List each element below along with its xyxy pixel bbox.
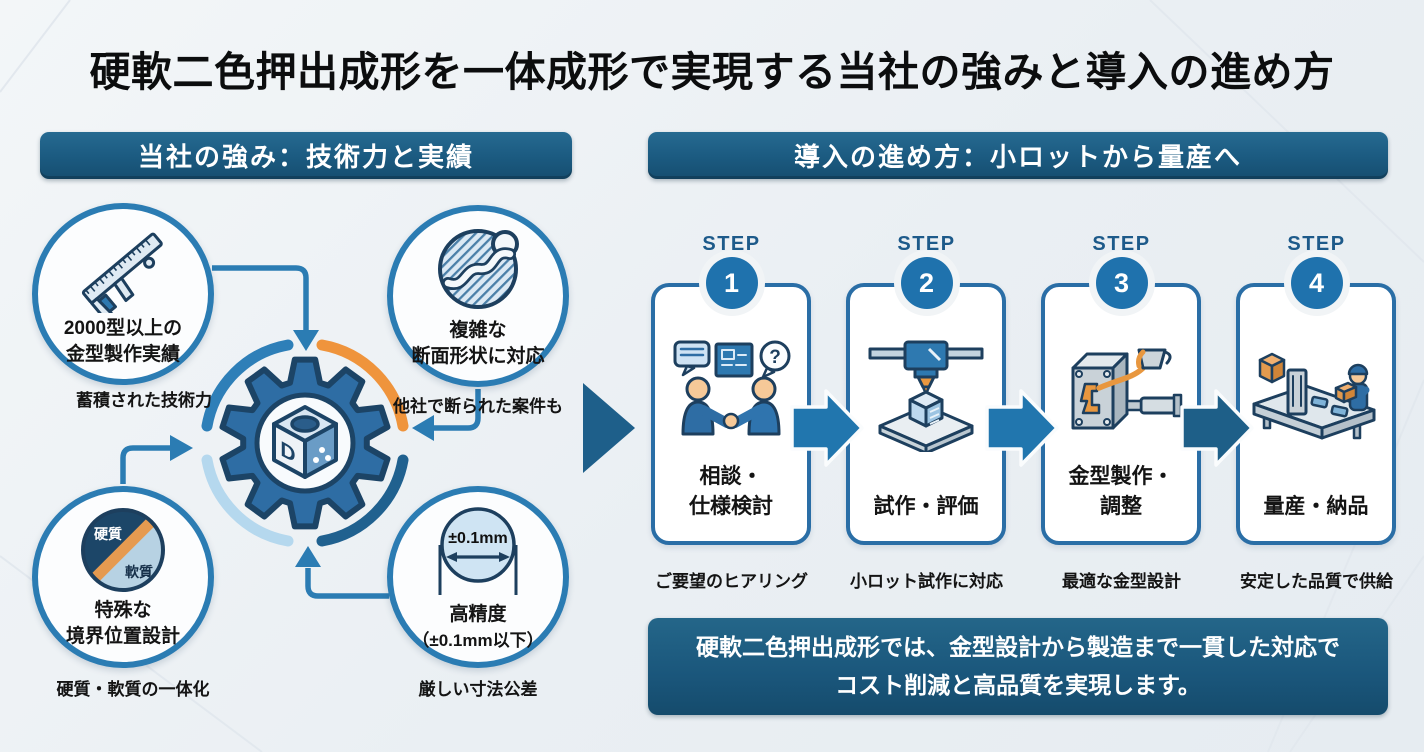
step-number-badge: 2	[900, 257, 953, 309]
strength-circle-cross-section: 複雑な 断面形状に対応	[387, 205, 569, 387]
consultation-icon: ?	[655, 327, 807, 463]
step-card: 量産・納品	[1236, 283, 1396, 545]
step-card: 金型製作・ 調整	[1041, 283, 1201, 545]
strength-title-detail: （±0.1mm以下）	[412, 631, 544, 651]
precision-tolerance-icon: ±0.1mm	[438, 507, 518, 595]
strength-title: 2000型以上の 金型製作実績	[63, 318, 183, 365]
step-label: STEP	[1287, 233, 1346, 255]
process-step-3: STEP 3	[1024, 233, 1219, 603]
process-footer-text: 硬軟二色押出成形では、金型設計から製造まで一貫した対応で コスト削減と高品質を実…	[696, 634, 1340, 698]
hard-label: 硬質	[94, 526, 122, 542]
strength-title: 高精度	[449, 603, 507, 625]
cube-letter: D	[280, 436, 295, 467]
step-title: 相談・ 仕様検討	[689, 465, 773, 518]
arc-southwest	[201, 454, 294, 547]
prototype-printer-icon	[850, 327, 1002, 463]
production-line-icon	[1240, 327, 1392, 463]
step-card: 試作・評価	[846, 283, 1006, 545]
step-caption: 安定した品質で供給	[1240, 572, 1393, 591]
step-label: STEP	[1092, 233, 1151, 255]
strength-title: 複雑な 断面形状に対応	[411, 320, 545, 367]
rotation-arcs	[201, 339, 409, 547]
strength-title: 特殊な 境界位置設計	[65, 600, 180, 647]
process-footer-banner: 硬軟二色押出成形では、金型設計から製造まで一貫した対応で コスト削減と高品質を実…	[648, 618, 1388, 715]
step-title: 試作・評価	[873, 494, 979, 518]
strengths-header-label: 当社の強み：技術力と実績	[137, 142, 474, 172]
process-step-1: STEP 1	[634, 233, 829, 603]
step-caption: 小ロット試作に対応	[850, 572, 1003, 591]
process-step-4: STEP 4	[1219, 233, 1414, 603]
mold-casting-icon	[1045, 327, 1197, 463]
step-title: 金型製作・ 調整	[1068, 465, 1174, 518]
page-title: 硬軟二色押出成形を一体成形で実現する当社の強みと導入の進め方	[89, 49, 1335, 95]
hard-soft-boundary-icon: 硬質 軟質	[81, 508, 165, 593]
step-number-badge: 3	[1095, 257, 1148, 309]
step-title: 量産・納品	[1263, 494, 1369, 518]
strength-circle-mold-record: 2000型以上の 金型製作実績	[32, 203, 214, 385]
step-caption: ご要望のヒアリング	[655, 572, 808, 591]
strength-caption: 硬質・軟質の一体化	[56, 680, 210, 699]
arc-southeast	[316, 454, 409, 547]
arc-northwest	[201, 339, 294, 432]
tolerance-label: ±0.1mm	[448, 530, 507, 547]
strength-circle-boundary-design: 硬質 軟質 特殊な 境界位置設計	[32, 486, 214, 668]
process-header-label: 導入の進め方：小ロットから量産へ	[793, 142, 1242, 172]
strength-caption: 厳しい寸法公差	[418, 680, 538, 699]
step-caption: 最適な金型設計	[1062, 572, 1181, 591]
process-step-2: STEP 2	[829, 233, 1024, 603]
arc-northeast-orange	[316, 339, 409, 432]
strength-circle-precision: ±0.1mm 高精度 （±0.1mm以下）	[387, 486, 569, 668]
gear-dice-icon: D	[219, 356, 391, 530]
caliper-icon	[81, 233, 163, 314]
step-number-badge: 4	[1290, 257, 1343, 309]
product-cube-icon: D	[272, 405, 338, 479]
step-label: STEP	[702, 233, 761, 255]
cross-section-icon	[438, 229, 519, 310]
step-number-badge: 1	[705, 257, 758, 309]
strengths-header-banner: 当社の強み：技術力と実績	[40, 132, 572, 179]
question-mark: ?	[769, 347, 781, 368]
strength-caption: 蓄積された技術力	[76, 391, 212, 410]
step-label: STEP	[897, 233, 956, 255]
soft-label: 軟質	[125, 564, 153, 580]
process-header-banner: 導入の進め方：小ロットから量産へ	[648, 132, 1388, 179]
step-card: ? 相談・ 仕様検討	[651, 283, 811, 545]
strength-caption: 他社で断られた案件も	[393, 397, 563, 416]
